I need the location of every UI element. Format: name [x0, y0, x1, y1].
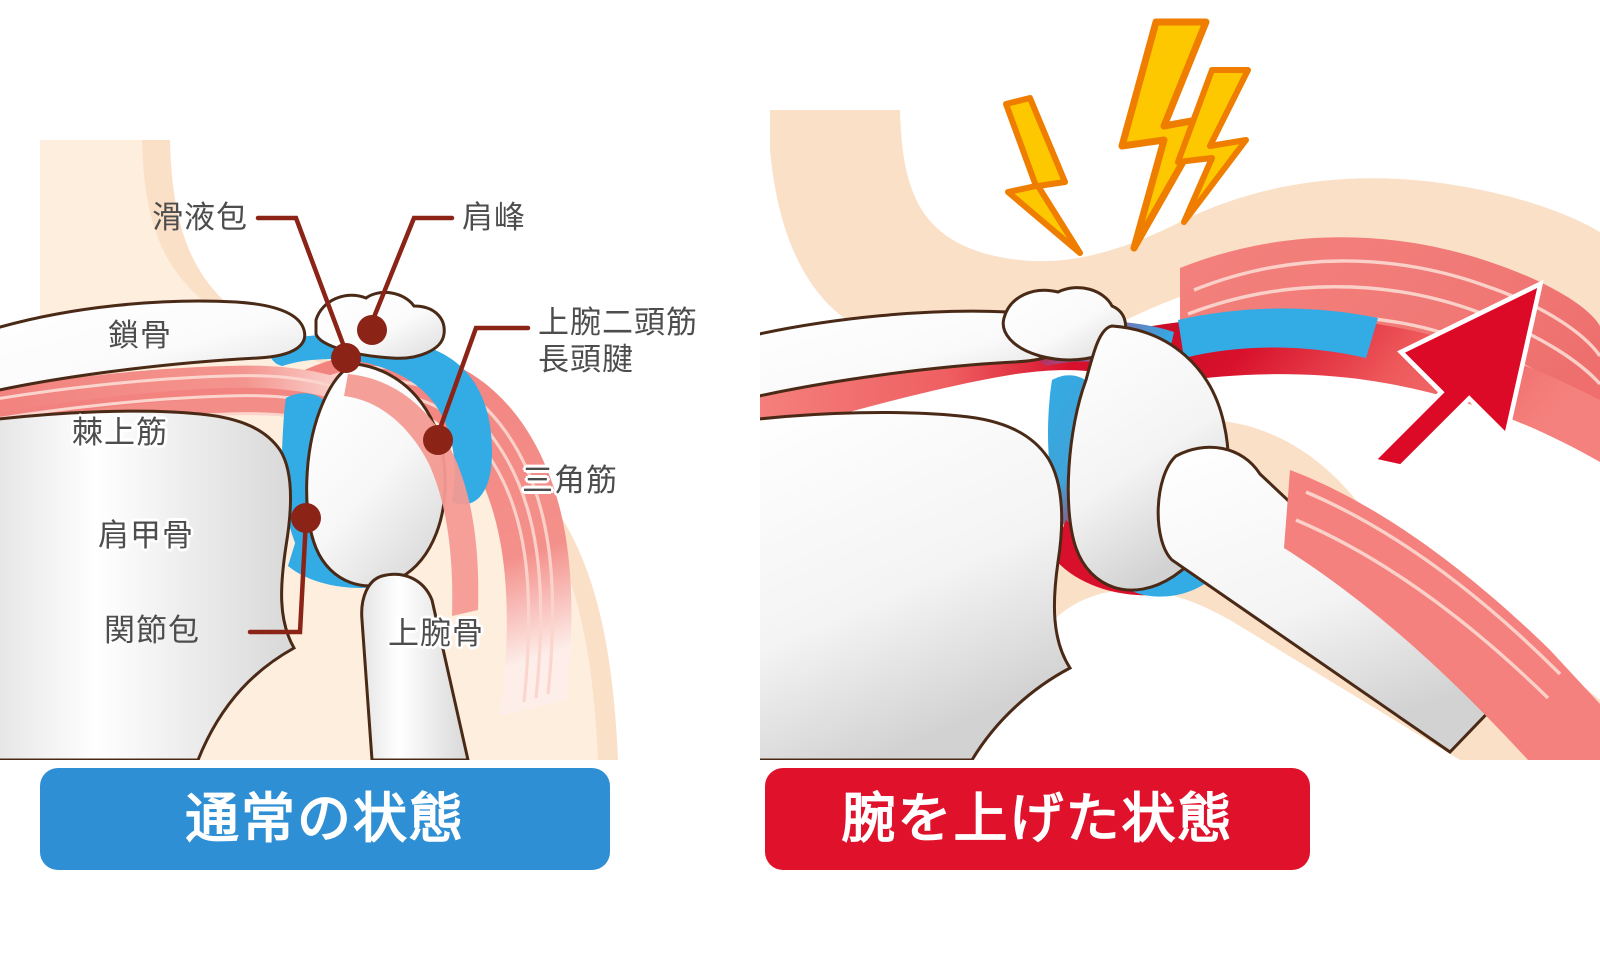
arrow-up-right-icon	[1368, 279, 1544, 470]
caption-normal-state: 通常の状態	[40, 768, 610, 870]
dot-biceps	[423, 425, 453, 455]
scapula-bone-raised	[760, 411, 1073, 760]
pain-burst-icons	[1003, 18, 1251, 256]
label-supraspinatus: 棘上筋	[72, 415, 168, 451]
humerus-shaft-raised	[1156, 445, 1503, 754]
acromion-bone-raised	[1001, 286, 1128, 362]
label-joint-capsule: 関節包	[104, 613, 200, 649]
dot-joint-capsule	[291, 503, 321, 533]
caption-raised-text: 腕を上げた状態	[841, 787, 1234, 850]
panel-raised-state: 腕を上げた状態	[760, 0, 1600, 960]
label-bursa: 滑液包	[152, 200, 248, 236]
leader-dots	[291, 315, 453, 533]
biceps-long-head-tendon	[344, 374, 479, 616]
caption-normal-text: 通常の状態	[185, 787, 465, 850]
label-clavicle: 鎖骨	[108, 318, 172, 354]
normal-shoulder-illustration	[0, 140, 618, 760]
leader-lines	[247, 215, 531, 635]
label-humerus: 上腕骨	[388, 616, 484, 652]
label-acromion: 肩峰	[462, 200, 526, 236]
dot-bursa	[331, 343, 361, 373]
caption-raised-state: 腕を上げた状態	[765, 768, 1310, 870]
label-biceps-line2: 長頭腱	[538, 341, 634, 378]
lightning-bolt-large-icon	[1118, 18, 1212, 252]
raised-shoulder-illustration	[760, 110, 1600, 760]
label-biceps-long-head-tendon: 上腕二頭筋 長頭腱	[538, 305, 698, 378]
label-deltoid: 三角筋	[522, 463, 618, 499]
label-scapula: 肩甲骨	[98, 518, 194, 554]
lightning-bolt-right-icon	[1175, 67, 1251, 225]
panel-normal-state: 滑液包 肩峰 上腕二頭筋 長頭腱 鎖骨 棘上筋 三角筋 肩甲骨 関節包 上腕骨 …	[0, 0, 760, 960]
label-biceps-line1: 上腕二頭筋	[538, 305, 698, 341]
skin-silhouette-raised	[770, 110, 1600, 354]
deltoid-band-lower	[1284, 470, 1600, 760]
humerus-shaft	[360, 572, 470, 760]
scapula-bone	[0, 409, 297, 760]
dot-acromion	[357, 315, 387, 345]
clavicle-bone	[0, 299, 307, 392]
lightning-bolt-small-icon	[1003, 95, 1083, 256]
